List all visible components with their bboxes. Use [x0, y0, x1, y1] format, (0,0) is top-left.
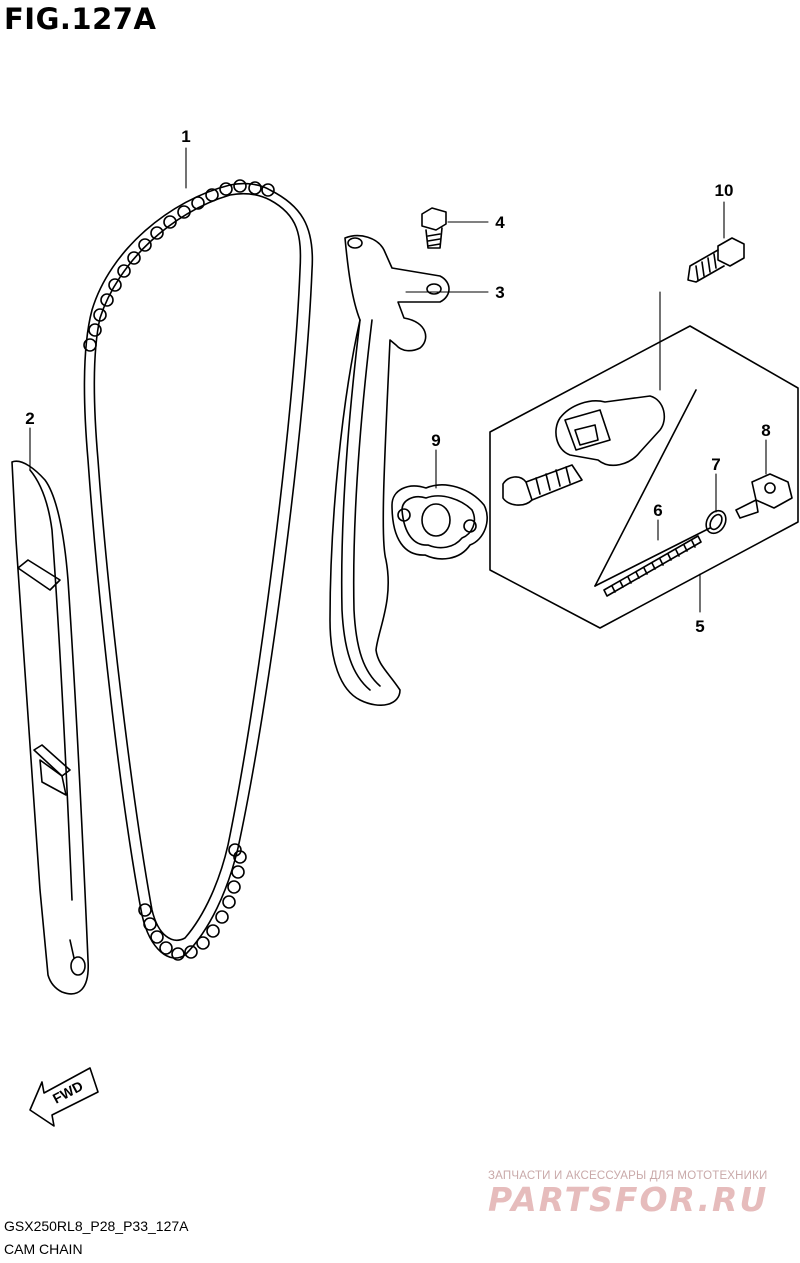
tensioner-guide	[329, 234, 450, 706]
guide-bolt	[421, 207, 447, 249]
tensioner-assembly-box	[489, 325, 799, 629]
tensioner-gasket	[391, 484, 488, 560]
o-ring	[705, 509, 727, 535]
chain-links-bottom	[138, 843, 247, 961]
fwd-label: FWD	[50, 1078, 86, 1107]
callout-4: 4	[495, 213, 505, 232]
callout-6: 6	[653, 501, 662, 520]
cam-chain	[83, 179, 314, 961]
fwd-arrow	[29, 1067, 99, 1127]
callout-5: 5	[695, 617, 704, 636]
callout-2: 2	[25, 409, 34, 428]
tensioner-body	[502, 395, 666, 506]
callout-9: 9	[431, 431, 440, 450]
chain-guide	[11, 460, 89, 995]
chain-links-top	[83, 179, 275, 352]
callout-1: 1	[181, 127, 190, 146]
watermark-tagline: ЗАПЧАСТИ И АКСЕССУАРЫ ДЛЯ МОТОТЕХНИКИ	[488, 1170, 768, 1182]
figure-name: CAM CHAIN	[4, 1241, 83, 1257]
tensioner-spring	[603, 535, 702, 597]
callout-8: 8	[761, 421, 770, 440]
cap-bolt	[735, 473, 793, 519]
callout-7: 7	[711, 455, 720, 474]
callout-10: 10	[715, 181, 734, 200]
watermark-brand: PARTSFOR.RU	[488, 1180, 769, 1219]
tensioner-bolt	[687, 237, 745, 283]
callout-3: 3	[495, 283, 504, 302]
figure-code: GSX250RL8_P28_P33_127A	[4, 1218, 189, 1234]
leader-lines	[29, 147, 767, 613]
figure-title: FIG.127A	[4, 2, 157, 36]
